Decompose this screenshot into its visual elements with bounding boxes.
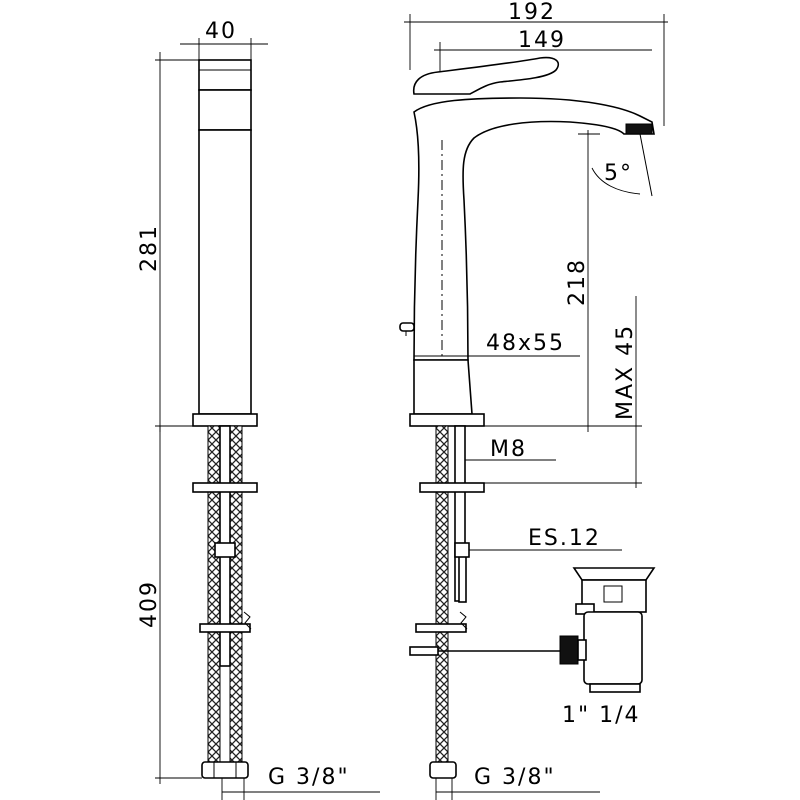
front-body	[198, 129, 252, 415]
side-lever-handle	[412, 56, 560, 95]
dim-height-218: 218	[565, 258, 590, 306]
front-view: 40 281 409 G 3/8"	[137, 19, 380, 800]
dim-angle-5: 5°	[604, 161, 633, 186]
label-waste-1-1-4: 1" 1/4	[562, 703, 641, 728]
front-base-plate	[192, 413, 258, 427]
label-thread-m8: M8	[490, 437, 527, 462]
dim-thread-right: G 3/8"	[474, 765, 556, 790]
front-hose-fitting	[201, 761, 249, 779]
dim-height-409: 409	[137, 580, 162, 628]
dim-thread-left: G 3/8"	[268, 765, 350, 790]
label-es12: ES.12	[528, 526, 601, 551]
side-fixing-washer	[419, 482, 485, 493]
side-aerator	[625, 123, 653, 135]
side-base-plate	[409, 413, 485, 427]
side-view: 192 149 5° 218 48x55 MAX 45 M8 ES.12 1" …	[399, 0, 668, 800]
front-hose-left	[207, 425, 221, 767]
dim-hole-48x55: 48x55	[486, 331, 565, 356]
dim-width-192: 192	[508, 0, 556, 25]
front-fixing-nut	[214, 542, 236, 558]
waste-valve	[559, 567, 656, 693]
side-popup-knob	[399, 322, 415, 332]
dim-width-149: 149	[518, 28, 566, 53]
side-hose	[435, 425, 449, 767]
front-handle-cap	[198, 59, 252, 91]
front-fixing-washer	[192, 482, 258, 493]
front-handle-band	[198, 89, 252, 131]
side-spout-body	[413, 97, 655, 361]
front-hose-right	[229, 425, 243, 767]
dim-width-40: 40	[205, 19, 237, 44]
dim-height-281: 281	[137, 224, 162, 272]
dim-max-45: MAX 45	[613, 324, 638, 420]
side-hose-fitting	[429, 761, 457, 779]
